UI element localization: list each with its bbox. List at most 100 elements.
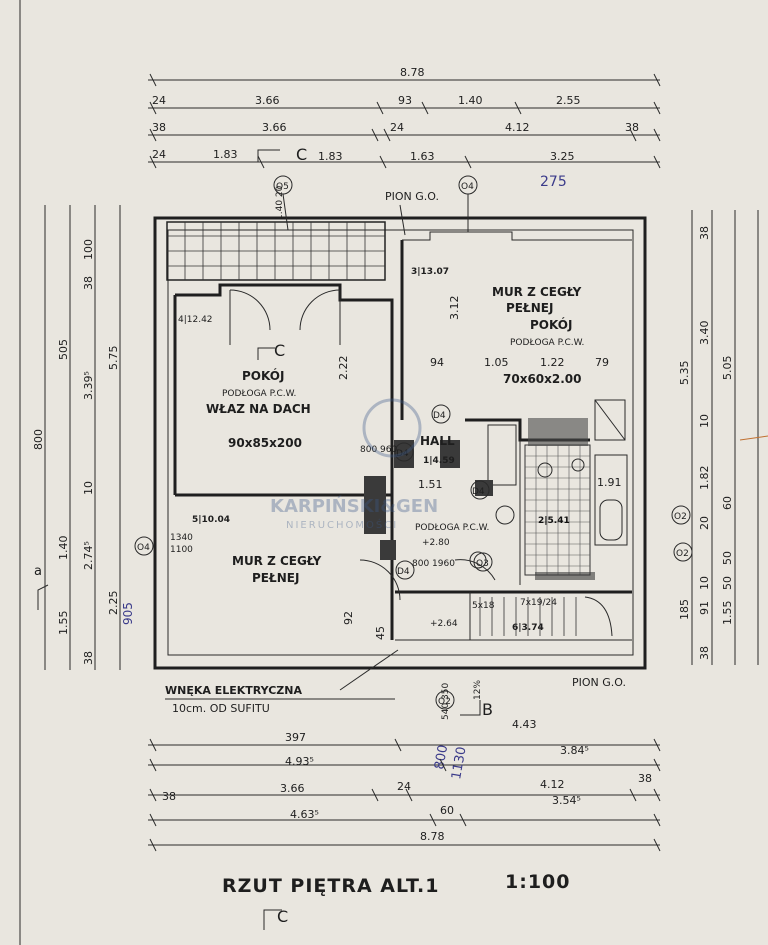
dim-label: 38 [698, 226, 711, 240]
dim-label: 1.51 [418, 478, 443, 491]
dim-label: 38 [162, 790, 176, 803]
room-code: 1|4.59 [423, 456, 455, 466]
dim-label: 1.82 [698, 466, 711, 491]
handwritten-note: 905 [121, 602, 135, 625]
room-code: 4|12.42 [178, 315, 213, 325]
section-mark: C [274, 341, 285, 360]
dim-label: 24 [397, 780, 411, 793]
room-code: 5|10.04 [192, 515, 230, 525]
watermark-subtext: NIERUCHOMOŚCI [286, 518, 398, 531]
dim-label: 2.55 [556, 94, 581, 107]
dim-label: 93 [398, 94, 412, 107]
dim-label: 1.40 20 [275, 185, 285, 220]
dim-label: 4.12 [540, 778, 565, 791]
dim-label: 38 [152, 121, 166, 134]
dim-label: 1.63 [410, 150, 435, 163]
section-mark: B [482, 700, 493, 719]
room-wall-material: PEŁNEJ [252, 571, 299, 585]
room-floor: PODŁOGA P.C.W. [222, 389, 296, 399]
dim-label: 1.22 [540, 356, 565, 369]
dim-label: 1.91 [597, 476, 622, 489]
window-marker-o5: O5 [276, 182, 289, 192]
door-marker-d4: D4 [396, 449, 409, 459]
window-marker-o3: O3 [476, 559, 489, 569]
room-code: 3|13.07 [411, 267, 449, 277]
dim-label: 45 [374, 626, 387, 640]
scale-text: 1:100 [505, 871, 570, 893]
dim-label: 1.40 [458, 94, 483, 107]
wneka-note: 10cm. OD SUFITU [172, 702, 270, 715]
dim-label: 38 [638, 772, 652, 785]
handwritten-note: 275 [540, 174, 567, 190]
door-marker-d4: D4 [397, 567, 410, 577]
dim-label: 10 [698, 576, 711, 590]
dim-label: 10 [82, 481, 95, 495]
stairs-room: 6|3.74 7x19/24 5x18 +2.64 [430, 598, 557, 633]
handwritten-note: 800 [432, 744, 451, 771]
room-name: POKÓJ [242, 368, 284, 383]
door-marker-d4: D4 [472, 487, 485, 497]
top-dimensions: 8.78 24 3.66 93 1.40 2.55 38 3.66 24 4.1… [148, 66, 661, 190]
dim-label: 38 [625, 121, 639, 134]
window-marker-o4: O4 [461, 182, 474, 192]
dim-label: 1100 [170, 545, 193, 555]
stair-spec: 7x19/24 [520, 598, 557, 608]
dim-label: 397 [285, 731, 306, 744]
dim-label: 4.93⁵ [285, 755, 314, 768]
dim-label: 50 [721, 576, 734, 590]
dim-label: 2.22 [337, 356, 350, 381]
dim-top-total: 8.78 [400, 66, 425, 79]
room-note: WŁAZ NA DACH [206, 402, 311, 416]
dim-label: 38 [82, 651, 95, 665]
dim-label: 540 350 [441, 683, 451, 720]
chimney [364, 440, 493, 560]
level-label: +2.80 [422, 538, 450, 548]
room-1-pokoj: 4|12.42 POKÓJ PODŁOGA P.C.W. WŁAZ NA DAC… [178, 315, 350, 450]
dim-label: 3.66 [280, 782, 305, 795]
dim-label: 60 [440, 804, 454, 817]
dim-label: 94 [430, 356, 444, 369]
watermark-text: KARPIŃSKI&GEN [270, 495, 438, 517]
room-floor: PODŁOGA P.C.W. [415, 523, 489, 533]
dim-label: 100 [82, 239, 95, 260]
room-wall-material: MUR Z CEGŁY [232, 554, 322, 568]
room-wall-material: PEŁNEJ [506, 301, 553, 315]
dim-label: 24 [152, 148, 166, 161]
window-marker-o4: O4 [137, 543, 150, 553]
dim-label: 4.12 [505, 121, 530, 134]
staircase [479, 572, 613, 637]
dim-label: 800 960 [360, 445, 397, 455]
dim-label: 1.55 [721, 601, 734, 626]
dim-label: 3.66 [255, 94, 280, 107]
window-marker-o2: O2 [674, 512, 687, 522]
section-mark: C [296, 145, 307, 164]
watermark: KARPIŃSKI&GEN NIERUCHOMOŚCI [270, 398, 438, 531]
dim-label: 5.35 [678, 361, 691, 386]
room-5: 5|10.04 MUR Z CEGŁY PEŁNEJ 1340 1100 92 … [170, 515, 387, 640]
title-text: RZUT PIĘTRA ALT.1 [222, 875, 439, 897]
dim-label: 3.25 [550, 150, 575, 163]
dim-label: 5.75 [107, 346, 120, 371]
dim-label: 1340 [170, 533, 193, 543]
dim-label: 60 [721, 496, 734, 510]
dim-label: 4.43 [512, 718, 537, 731]
room-code: 6|3.74 [512, 623, 544, 633]
section-mark: C [277, 907, 288, 926]
room-name: HALL [420, 434, 455, 448]
dim-label: 1.05 [484, 356, 509, 369]
room-hatch-size: 90x85x200 [228, 436, 302, 450]
section-a-mark: a [34, 564, 42, 579]
dim-label: 38 [82, 276, 95, 290]
room-hatch-size: 70x60x2.00 [503, 372, 582, 386]
dim-label: 505 [57, 339, 70, 360]
bottom-dimensions: 397 4.43 4.93⁵ 3.84⁵ 38 3.66 24 4.12 38 … [148, 718, 661, 852]
room-code: 2|5.41 [538, 516, 570, 526]
room-wall-material: MUR Z CEGŁY [492, 285, 582, 299]
dim-label: 3.66 [262, 121, 287, 134]
dim-label: 3.84⁵ [560, 744, 589, 757]
dim-label: 79 [595, 356, 609, 369]
room-3-pokoj: 3|13.07 MUR Z CEGŁY PEŁNEJ POKÓJ PODŁOGA… [385, 190, 609, 386]
dim-label: 2.25 [107, 591, 120, 616]
dim-label: 20 [698, 516, 711, 530]
